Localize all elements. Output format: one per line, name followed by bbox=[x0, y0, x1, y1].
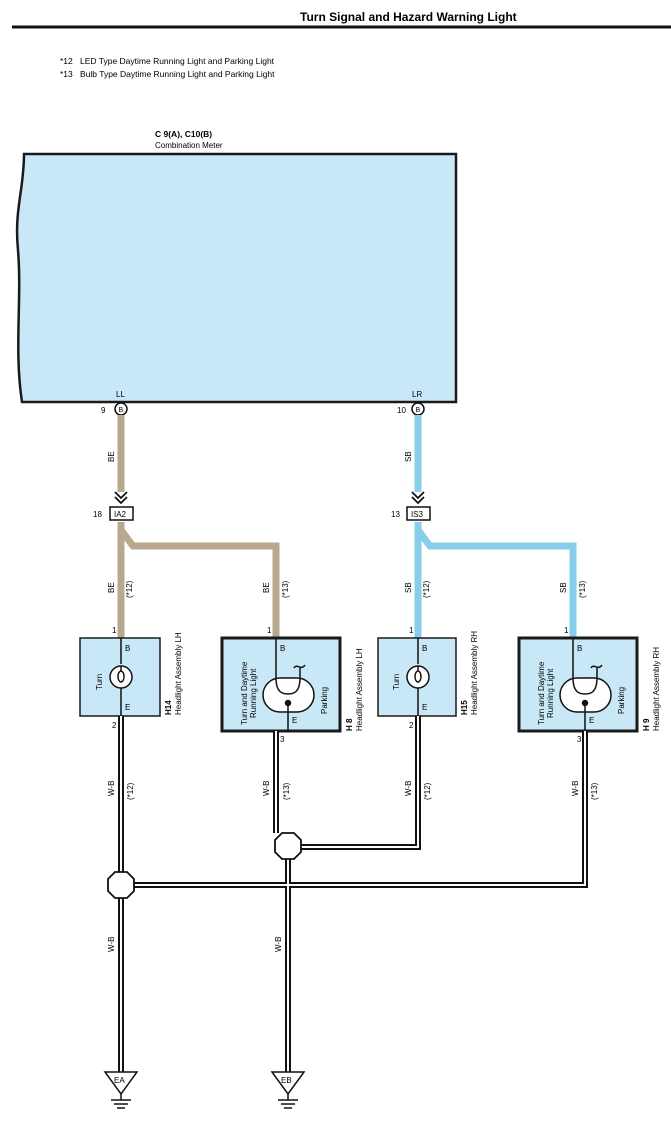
h14-pin-top-label: B bbox=[125, 644, 130, 653]
h15-pin-bot: 2 bbox=[409, 721, 414, 730]
pin-lr-conn: B bbox=[416, 407, 421, 414]
h9-pin-bot-label: E bbox=[589, 716, 594, 725]
note-mark-12: *12 bbox=[60, 56, 73, 66]
h9-code: H 9 bbox=[642, 718, 651, 731]
splice-center bbox=[274, 832, 302, 860]
wire-be bbox=[117, 415, 280, 638]
wire-label-ground-4: W-B bbox=[571, 781, 580, 796]
wire-label-right-top: SB bbox=[404, 451, 413, 462]
wire-label-right-a: SB bbox=[404, 582, 413, 593]
h9-func1: Turn and Daytime bbox=[537, 661, 546, 725]
wire-wb-core bbox=[120, 716, 586, 1072]
meter-code: C 9(A), C10(B) bbox=[155, 129, 212, 139]
junction-is3-code: IS3 bbox=[411, 510, 424, 519]
junction-is3-num: 13 bbox=[391, 510, 400, 519]
pin-ll-label: LL bbox=[116, 390, 125, 399]
wire-note-ground-2: (*13) bbox=[282, 782, 291, 800]
h14-func: Turn bbox=[95, 674, 104, 690]
ground-eb-label: EB bbox=[281, 1076, 292, 1085]
wire-note-left-a: (*12) bbox=[125, 580, 134, 598]
h9-func2: Running Light bbox=[546, 668, 555, 718]
h15-pin-bot-label: E bbox=[422, 703, 427, 712]
splice-left bbox=[107, 871, 135, 899]
h15-func: Turn bbox=[392, 674, 401, 690]
h8-func2: Running Light bbox=[249, 668, 258, 718]
h8-func1: Turn and Daytime bbox=[240, 661, 249, 725]
pin-lr-num: 10 bbox=[397, 406, 406, 415]
h8-pin-top: 1 bbox=[267, 626, 272, 635]
ground-ea-icon bbox=[103, 1071, 139, 1109]
wire-note-right-b: (*13) bbox=[578, 580, 587, 598]
page-title: Turn Signal and Hazard Warning Light bbox=[300, 10, 517, 24]
h15-bulb-icon bbox=[406, 638, 430, 716]
h8-pin-bot: 3 bbox=[280, 735, 285, 744]
combination-meter-box bbox=[15, 152, 458, 404]
wire-note-left-b: (*13) bbox=[281, 580, 290, 598]
h14-bulb-icon bbox=[109, 638, 133, 716]
wire-note-ground-4: (*13) bbox=[590, 782, 599, 800]
meter-name: Combination Meter bbox=[155, 141, 223, 150]
wire-label-left-a: BE bbox=[107, 582, 116, 593]
h9-pin-top: 1 bbox=[564, 626, 569, 635]
wire-label-ground-ea: W-B bbox=[107, 937, 116, 952]
wire-note-ground-1: (*12) bbox=[126, 782, 135, 800]
h14-pin-bot-label: E bbox=[125, 703, 130, 712]
ground-ea-label: EA bbox=[114, 1076, 125, 1085]
note-text-12: LED Type Daytime Running Light and Parki… bbox=[80, 56, 275, 66]
h8-code: H 8 bbox=[345, 718, 354, 731]
wire-note-right-a: (*12) bbox=[422, 580, 431, 598]
h15-name: Headlight Assembly RH bbox=[470, 631, 479, 715]
junction-ia2-code: IA2 bbox=[114, 510, 127, 519]
h9-func3: Parking bbox=[617, 687, 626, 714]
pin-lr-label: LR bbox=[412, 390, 422, 399]
pin-ll-num: 9 bbox=[101, 406, 106, 415]
wire-label-ground-1: W-B bbox=[107, 781, 116, 796]
pin-ll-conn: B bbox=[119, 407, 124, 414]
h9-pin-top-label: B bbox=[577, 644, 582, 653]
h15-code: H15 bbox=[460, 700, 469, 715]
h15-pin-top: 1 bbox=[409, 626, 414, 635]
h14-name: Headlight Assembly LH bbox=[174, 632, 183, 715]
junction-is3 bbox=[406, 491, 431, 521]
h8-func3: Parking bbox=[320, 687, 329, 714]
h9-name: Headlight Assembly RH bbox=[652, 647, 661, 731]
wire-label-ground-2: W-B bbox=[262, 781, 271, 796]
h9-dual-bulb-icon bbox=[559, 638, 612, 731]
notes: *12 LED Type Daytime Running Light and P… bbox=[60, 56, 275, 79]
wire-sb bbox=[414, 415, 577, 638]
wire-note-ground-3: (*12) bbox=[423, 782, 432, 800]
h8-pin-bot-label: E bbox=[292, 716, 297, 725]
wire-label-left-top: BE bbox=[107, 451, 116, 462]
wire-wb-outline bbox=[118, 716, 588, 1072]
wire-label-right-b: SB bbox=[559, 582, 568, 593]
wire-label-left-b: BE bbox=[262, 582, 271, 593]
note-mark-13: *13 bbox=[60, 69, 73, 79]
h8-name: Headlight Assembly LH bbox=[355, 648, 364, 731]
h8-pin-top-label: B bbox=[280, 644, 285, 653]
h15-pin-top-label: B bbox=[422, 644, 427, 653]
junction-ia2 bbox=[109, 491, 134, 521]
h9-pin-bot: 3 bbox=[577, 735, 582, 744]
h8-dual-bulb-icon bbox=[262, 638, 315, 731]
ground-eb-icon bbox=[270, 1071, 306, 1109]
note-text-13: Bulb Type Daytime Running Light and Park… bbox=[80, 69, 275, 79]
h14-code: H14 bbox=[164, 700, 173, 715]
wire-label-ground-3: W-B bbox=[404, 781, 413, 796]
h14-pin-bot: 2 bbox=[112, 721, 117, 730]
junction-ia2-num: 18 bbox=[93, 510, 102, 519]
h14-pin-top: 1 bbox=[112, 626, 117, 635]
wire-label-ground-eb: W-B bbox=[274, 937, 283, 952]
